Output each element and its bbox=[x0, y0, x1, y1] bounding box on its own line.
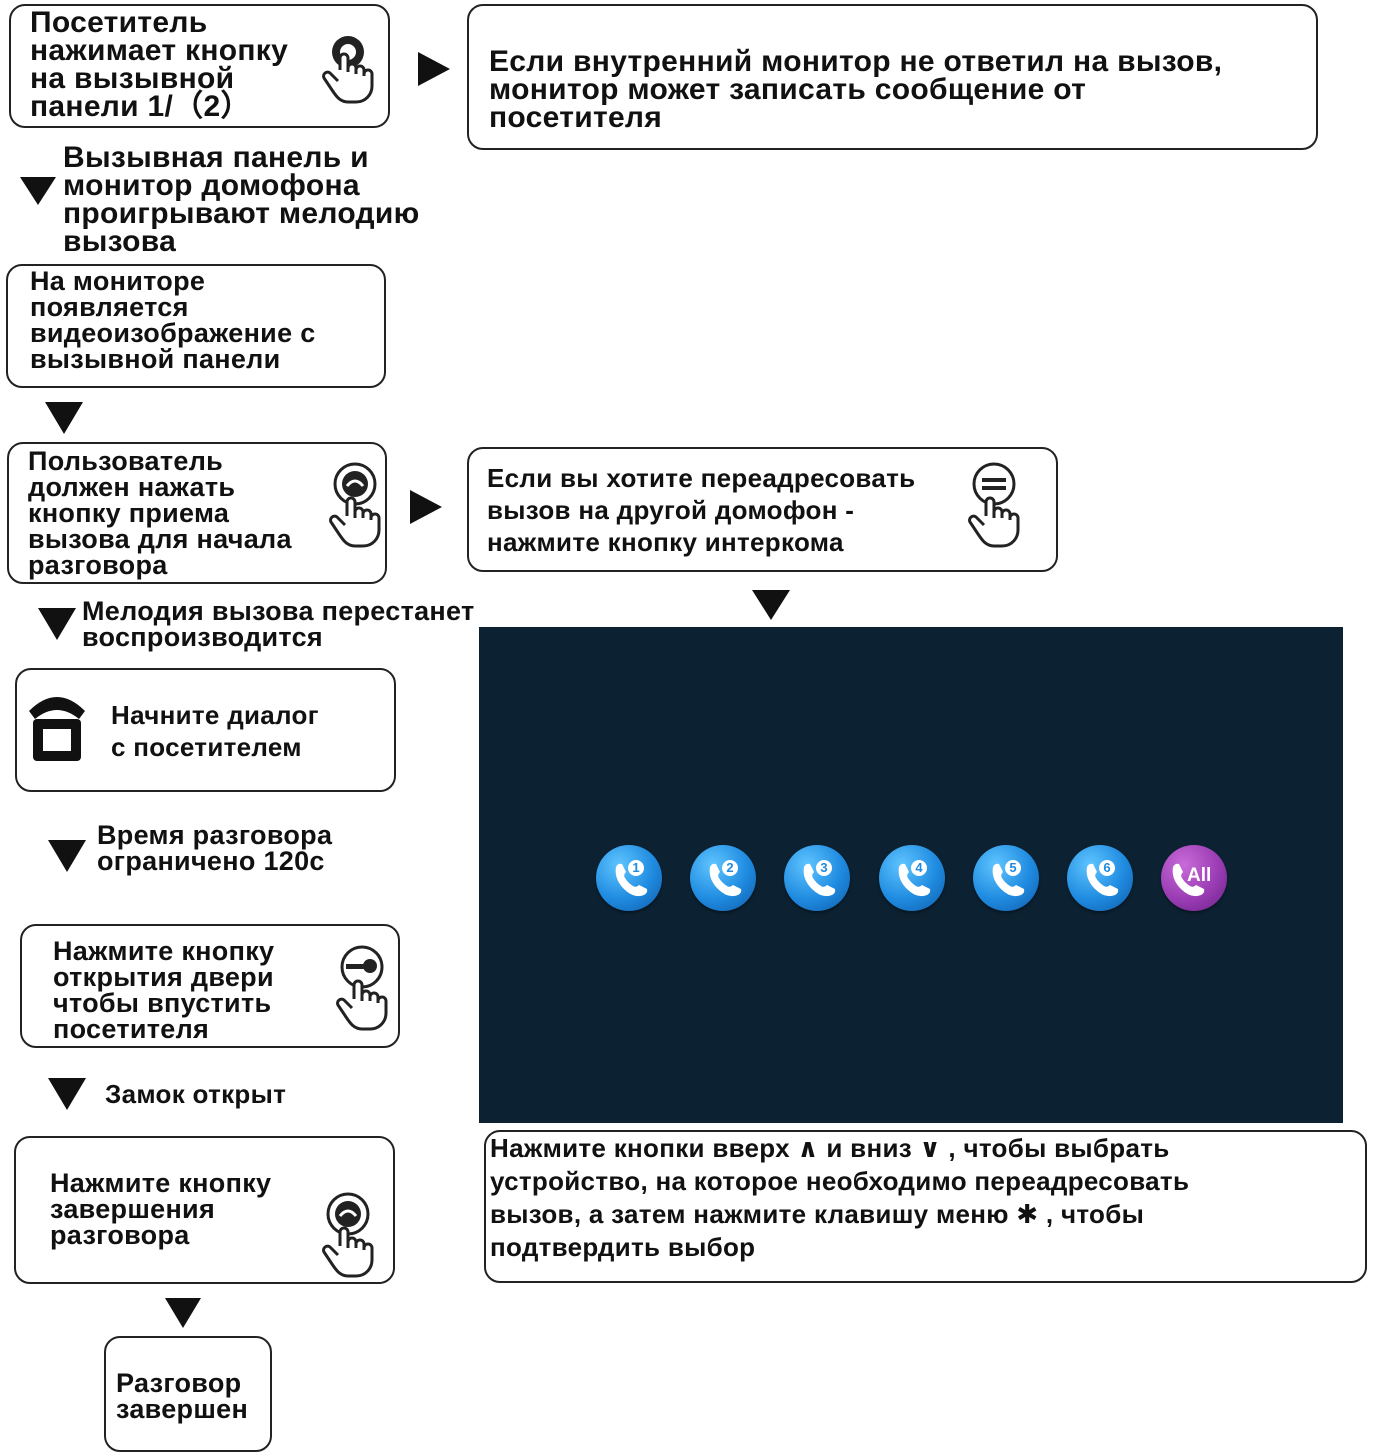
device-number-label: 5 bbox=[1005, 860, 1021, 876]
step-redirect-text: Если вы хотите переадресовать вызов на д… bbox=[487, 463, 916, 557]
phone-call-icon bbox=[709, 863, 742, 897]
step-open-door-text: Нажмите кнопку открытия двери чтобы впус… bbox=[53, 936, 275, 1044]
step-video-shown-box bbox=[6, 264, 386, 388]
device-number-label: 1 bbox=[628, 860, 644, 876]
call-device-4-button[interactable]: 4 bbox=[879, 845, 945, 911]
step-lock-open-text: Замок открыт bbox=[105, 1079, 287, 1109]
step-select-device-box bbox=[484, 1130, 1367, 1283]
step-redirect-box bbox=[467, 447, 1058, 572]
step-end-call-text: Нажмите кнопку завершения разговора bbox=[50, 1168, 272, 1250]
phone-call-icon bbox=[1086, 863, 1119, 897]
step-call-ended-text: Разговор завершен bbox=[116, 1368, 249, 1424]
step-no-answer-box bbox=[467, 4, 1318, 150]
phone-call-icon bbox=[898, 863, 931, 897]
step-open-door-box bbox=[20, 924, 400, 1048]
answer-button-hand-icon bbox=[323, 460, 385, 557]
step-start-dialog-text: Начните диалог с посетителем bbox=[111, 700, 319, 762]
telephone-icon bbox=[25, 685, 89, 770]
phone-call-icon bbox=[803, 863, 836, 897]
hand-press-icon bbox=[318, 30, 378, 111]
call-device-1-button[interactable]: 1 bbox=[596, 845, 662, 911]
phone-call-icon bbox=[992, 863, 1025, 897]
arrow-right-icon bbox=[410, 490, 442, 524]
door-unlock-button-hand-icon bbox=[330, 943, 392, 1040]
device-number-label: 4 bbox=[911, 860, 927, 876]
step-time-limit-text: Время разговора ограничено 120с bbox=[97, 820, 333, 876]
step-call-ended-box bbox=[104, 1336, 272, 1452]
arrow-down-icon bbox=[165, 1298, 201, 1328]
arrow-down-icon bbox=[752, 590, 790, 620]
step-no-answer-text: Если внутренний монитор не ответил на вы… bbox=[489, 45, 1223, 134]
call-device-6-button[interactable]: 6 bbox=[1067, 845, 1133, 911]
device-number-label: 6 bbox=[1099, 860, 1115, 876]
step-visitor-press-box bbox=[9, 4, 390, 128]
call-all-devices-button[interactable]: All bbox=[1161, 845, 1227, 911]
step-visitor-press-text: Посетитель нажимает кнопку на вызывной п… bbox=[30, 6, 289, 123]
call-device-3-button[interactable]: 3 bbox=[784, 845, 850, 911]
step-melody-stop-text: Мелодия вызова перестанет воспроизводитс… bbox=[82, 596, 475, 652]
arrow-down-icon bbox=[38, 608, 76, 640]
step-user-press-text: Пользователь должен нажать кнопку приема… bbox=[28, 446, 292, 580]
device-number-label: 2 bbox=[722, 860, 738, 876]
step-user-press-box bbox=[7, 442, 387, 584]
phone-call-icon bbox=[615, 863, 648, 897]
step-melody-play-text: Вызывная панель и монитор домофона проиг… bbox=[63, 141, 420, 258]
arrow-right-icon bbox=[418, 52, 450, 86]
call-device-2-button[interactable]: 2 bbox=[690, 845, 756, 911]
call-device-5-button[interactable]: 5 bbox=[973, 845, 1039, 911]
arrow-down-icon bbox=[48, 840, 86, 872]
hangup-button-hand-icon bbox=[316, 1190, 378, 1287]
phone-call-all-icon bbox=[1172, 863, 1205, 897]
all-devices-label: All bbox=[1187, 865, 1212, 886]
device-number-label: 3 bbox=[816, 860, 832, 876]
step-select-device-text: Нажмите кнопки вверх ∧ и вниз ∨ , чтобы … bbox=[490, 1133, 1190, 1262]
arrow-down-icon bbox=[20, 177, 56, 205]
step-video-shown-text: На мониторе появляется видеоизображение … bbox=[30, 266, 316, 374]
intercom-button-hand-icon bbox=[962, 458, 1024, 555]
monitor-screen: 1 2 3 4 5 6 All bbox=[479, 627, 1343, 1123]
arrow-down-icon bbox=[45, 402, 83, 434]
arrow-down-icon bbox=[48, 1078, 86, 1110]
